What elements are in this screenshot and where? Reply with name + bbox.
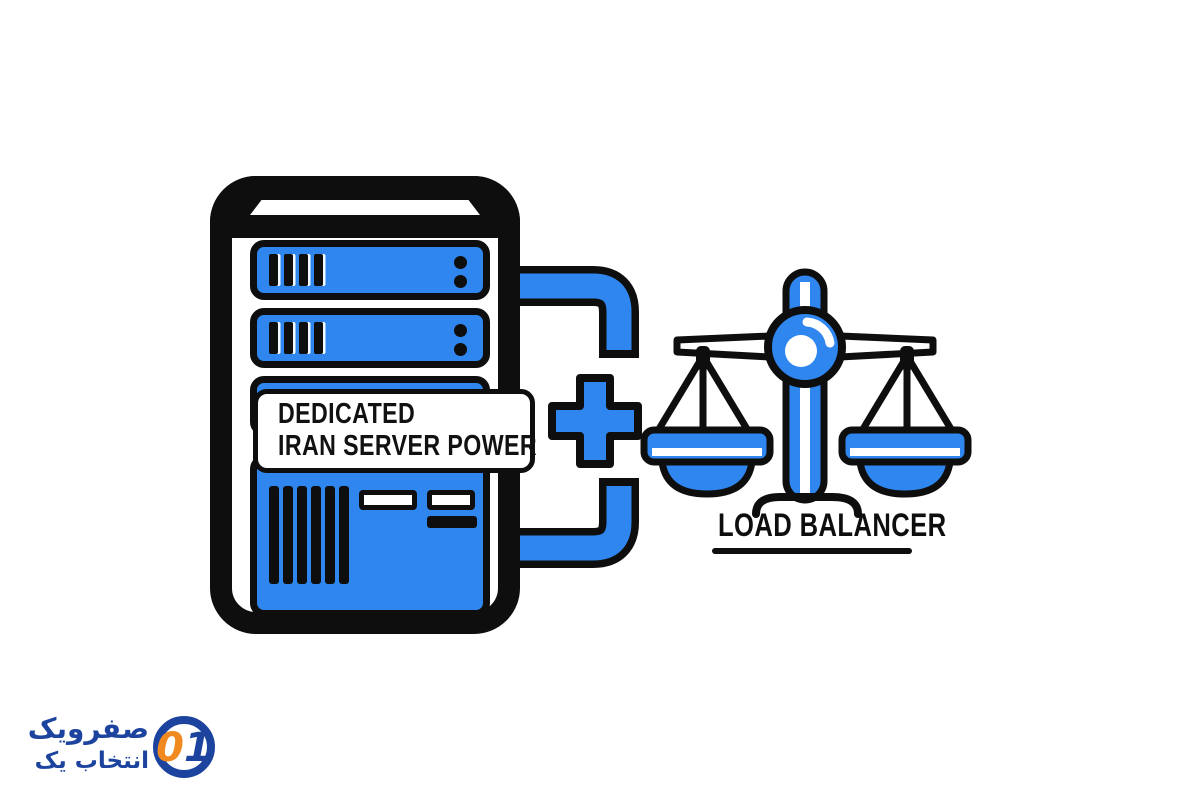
- server-bay-1: [250, 240, 490, 300]
- bay-led-dot: [454, 256, 467, 269]
- bay-led-dot: [454, 275, 467, 288]
- load-balancer-caption: LOAD BALANCER: [718, 507, 947, 543]
- badge-line2: IRAN SERVER POWER: [278, 430, 538, 462]
- panel-slot: [359, 490, 417, 510]
- balance-scale-icon: [640, 268, 972, 518]
- scale-pan-right: [838, 426, 972, 498]
- panel-vent-grill: [269, 486, 349, 584]
- scale-hub: [764, 306, 846, 388]
- scale-base: [752, 493, 862, 518]
- brand-one: 1: [184, 725, 212, 771]
- server-bay-2: [250, 308, 490, 368]
- brand-tagline-farsi: انتخاب یک: [34, 748, 149, 774]
- plus-icon: [548, 374, 642, 468]
- bay-vent-grill: [269, 254, 323, 286]
- brand-logo-ring: 01: [153, 716, 215, 778]
- brand-zero: 0: [156, 725, 184, 771]
- server-top-vent: [250, 200, 480, 215]
- server-badge: DEDICATED IRAN SERVER POWER: [253, 389, 538, 473]
- scale-pan-left: [640, 426, 774, 498]
- load-balancer-underline: [712, 548, 912, 554]
- bay-vent-grill: [269, 322, 323, 354]
- brand-logo-mark: 01: [156, 728, 212, 768]
- scale-strings: [652, 352, 958, 438]
- panel-bar: [427, 516, 477, 528]
- brand-logo: 01 صفرویک انتخاب یک: [27, 700, 245, 790]
- bay-led-dot: [454, 343, 467, 356]
- bay-led-dot: [454, 324, 467, 337]
- server-bottom-panel: [250, 455, 490, 617]
- pipe-connector-icon: [516, 266, 639, 568]
- server-top-cap: [210, 176, 520, 238]
- brand-name-farsi: صفرویک: [27, 712, 149, 745]
- badge-line1: DEDICATED: [278, 398, 416, 431]
- panel-slot: [427, 490, 475, 510]
